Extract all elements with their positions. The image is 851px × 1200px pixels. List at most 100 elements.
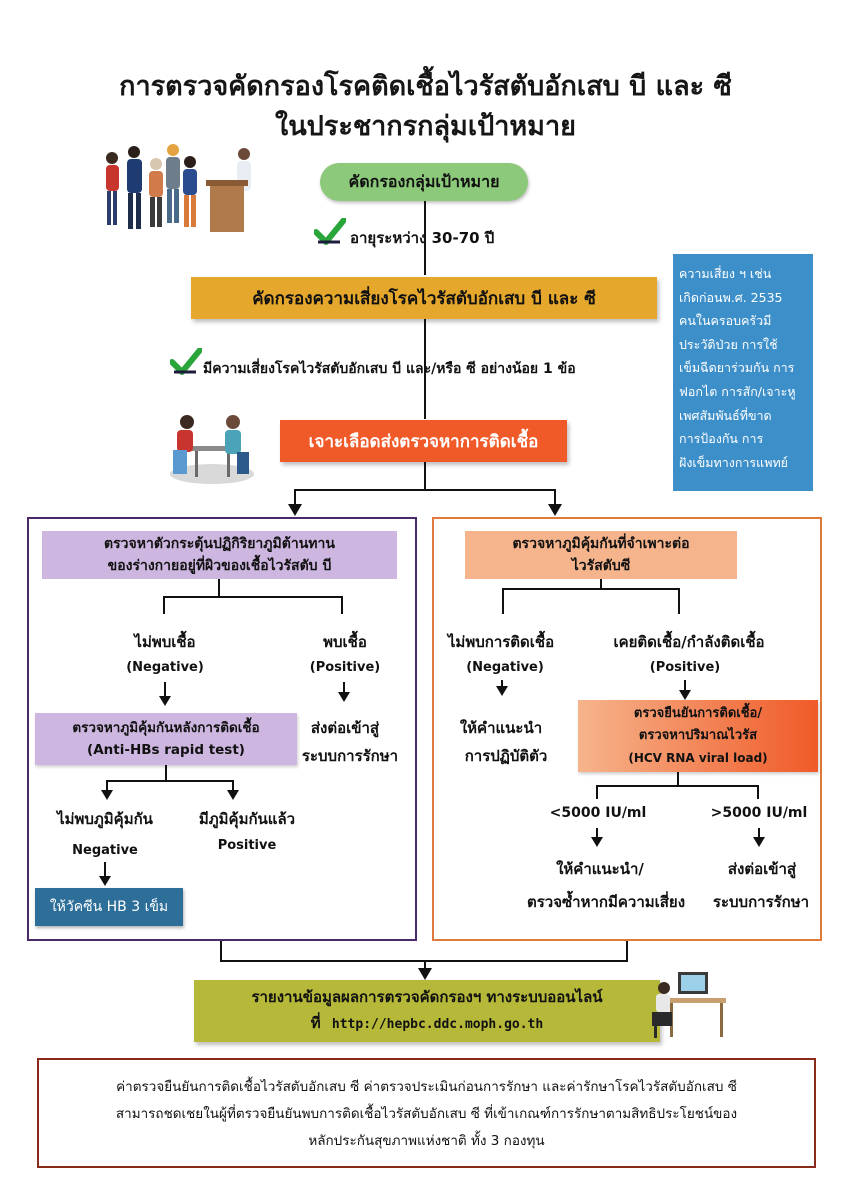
arrow-down-icon: [338, 692, 350, 702]
page-title: การตรวจคัดกรองโรคติดเชื้อไวรัสตับอักเสบ …: [119, 71, 732, 102]
connector-line: [294, 489, 296, 509]
low-viral-load: <5000 IU/ml: [549, 805, 647, 821]
arrow-down-icon: [288, 504, 302, 516]
connector-line: [424, 462, 426, 490]
check-icon: [314, 218, 346, 245]
connector-line: [106, 780, 108, 794]
connector-line: [218, 579, 220, 597]
hbv-positive-en: (Positive): [309, 660, 381, 675]
connector-line: [501, 680, 503, 690]
connector-line: [294, 489, 556, 491]
note-line: ฝังเข็มทางการแพทย์: [679, 454, 789, 470]
risk-screening-box: คัดกรองความเสี่ยงโรคไวรัสตับอักเสบ บี แล…: [191, 277, 657, 319]
consultation-illustration: [170, 415, 254, 484]
footer-line1: ค่าตรวจยืนยันการติดเชื้อไวรัสตับอักเสบ ซ…: [116, 1079, 737, 1095]
hcv-advice-line2: การปฏิบัติตัว: [464, 747, 548, 765]
age-criterion: อายุระหว่าง 30-70 ปี: [350, 229, 495, 247]
hbv-positive-label: พบเชื้อ: [323, 633, 367, 651]
note-line: ความเสี่ยง ฯ เช่น: [679, 266, 772, 281]
high-load-action-line1: ส่งต่อเข้าสู่: [727, 860, 797, 878]
arrow-down-icon: [159, 696, 171, 706]
hcv-negative-en: (Negative): [466, 660, 544, 675]
computer-desk-illustration: [652, 972, 726, 1038]
hcv-positive-en: (Positive): [649, 660, 721, 675]
high-load-action-line2: ระบบการรักษา: [712, 893, 810, 911]
connector-line: [163, 596, 343, 598]
risk-examples-note: ความเสี่ยง ฯ เช่น เกิดก่อนพ.ศ. 2535 คนใน…: [673, 254, 813, 491]
vaccine-box: ให้วัคซีน HB 3 เข็ม: [35, 888, 183, 926]
arrow-down-icon: [227, 790, 239, 800]
hcv-negative-label: ไม่พบการติดเชื้อ: [447, 633, 555, 651]
note-line: เกิดก่อนพ.ศ. 2535: [679, 289, 783, 305]
hbv-header-line2: ของร่างกายอยู่ที่ผิวของเชื้อไวรัสตับ บี: [107, 558, 332, 574]
connector-line: [165, 765, 167, 781]
report-prefix: ที่: [310, 1014, 321, 1032]
connector-line: [758, 828, 760, 840]
anti-hbs-line2: (Anti-HBs rapid test): [87, 742, 245, 758]
connector-line: [502, 588, 680, 590]
no-immunity-en: Negative: [72, 843, 138, 858]
high-viral-load: >5000 IU/ml: [710, 805, 808, 821]
connector-line: [341, 596, 343, 614]
arrow-down-icon: [591, 837, 603, 847]
hcv-advice-line1: ให้คำแนะนำ: [459, 719, 543, 737]
arrow-down-icon: [496, 686, 508, 696]
blood-test-box: เจาะเลือดส่งตรวจหาการติดเชื้อ: [280, 420, 567, 462]
connector-line: [502, 588, 504, 614]
connector-line: [596, 785, 759, 787]
connector-line: [684, 680, 686, 692]
connector-line: [106, 780, 234, 782]
note-line: ประวัติป่วย การใช้: [679, 336, 778, 352]
note-line: เข็มฉีดยาร่วมกัน การ: [679, 360, 795, 376]
connector-line: [343, 682, 345, 696]
arrow-down-icon: [679, 690, 691, 700]
connector-line: [626, 941, 628, 961]
hbv-header-box: ตรวจหาตัวกระตุ้นปฏิกิริยาภูมิต้านทาน ของ…: [42, 531, 397, 579]
footer-line2: สามารถชดเชยในผู้ที่ตรวจยืนยันพบการติดเชื…: [115, 1106, 738, 1122]
connector-line: [600, 579, 602, 589]
hcv-header-box: ตรวจหาภูมิคุ้มกันที่จำเพาะต่อ ไวรัสตับซี: [465, 531, 737, 579]
connector-line: [554, 489, 556, 509]
hbv-negative-label: ไม่พบเชื้อ: [134, 633, 196, 651]
no-immunity-label: ไม่พบภูมิคุ้มกัน: [57, 810, 153, 828]
hcv-header-line2: ไวรัสตับซี: [571, 558, 631, 574]
arrow-down-icon: [753, 837, 765, 847]
connector-line: [220, 941, 222, 961]
connector-line: [678, 588, 680, 614]
note-line: ฟอกไต การสัก/เจาะหู: [679, 383, 796, 399]
note-line: คนในครอบครัวมี: [679, 313, 772, 329]
note-line: เพศสัมพันธ์ที่ขาด: [679, 407, 772, 423]
connector-line: [677, 772, 679, 786]
hcv-confirm-line1: ตรวจยืนยันการติดเชื้อ/: [633, 706, 763, 721]
hbv-header-line1: ตรวจหาตัวกระตุ้นปฏิกิริยาภูมิต้านทาน: [104, 536, 335, 552]
has-immunity-en: Positive: [217, 838, 277, 853]
arrow-down-icon: [548, 504, 562, 516]
people-illustration: [106, 144, 251, 232]
report-url-link[interactable]: http://hepbc.ddc.moph.go.th: [331, 1017, 544, 1032]
connector-line: [163, 596, 165, 614]
hcv-confirm-line2: ตรวจหาปริมาณไวรัส: [638, 728, 758, 743]
hcv-panel: [432, 517, 822, 941]
connector-line: [164, 682, 166, 700]
connector-line: [424, 319, 426, 419]
hbv-negative-en: (Negative): [126, 660, 204, 675]
hbv-refer-line2: ระบบการรักษา: [301, 747, 399, 765]
connector-line: [424, 201, 426, 275]
hbv-refer-line1: ส่งต่อเข้าสู่: [310, 719, 380, 737]
start-screening-box: คัดกรองกลุ่มเป้าหมาย: [320, 163, 528, 201]
footer-line3: หลักประกันสุขภาพแห่งชาติ ทั้ง 3 กองทุน: [308, 1133, 545, 1149]
connector-line: [424, 960, 426, 972]
online-report-box: รายงานข้อมูลผลการตรวจคัดกรองฯ ทางระบบออน…: [194, 980, 660, 1042]
connector-line: [232, 780, 234, 794]
connector-line: [757, 785, 759, 799]
risk-criterion: มีความเสี่ยงโรคไวรัสตับอักเสบ บี และ/หรื…: [203, 361, 576, 377]
low-load-action-line1: ให้คำแนะนำ/: [556, 860, 644, 878]
anti-hbs-line1: ตรวจหาภูมิคุ้มกันหลังการติดเชื้อ: [72, 720, 260, 736]
report-line2: ที่ http://hepbc.ddc.moph.go.th: [311, 1010, 543, 1038]
anti-hbs-box: ตรวจหาภูมิคุ้มกันหลังการติดเชื้อ (Anti-H…: [35, 713, 297, 765]
hcv-confirm-line3: (HCV RNA viral load): [628, 751, 768, 765]
arrow-down-icon: [101, 790, 113, 800]
page-subtitle: ในประชากรกลุ่มเป้าหมาย: [275, 111, 576, 142]
hcv-positive-label: เคยติดเชื้อ/กำลังติดเชื้อ: [613, 633, 765, 651]
arrow-down-icon: [418, 968, 432, 980]
